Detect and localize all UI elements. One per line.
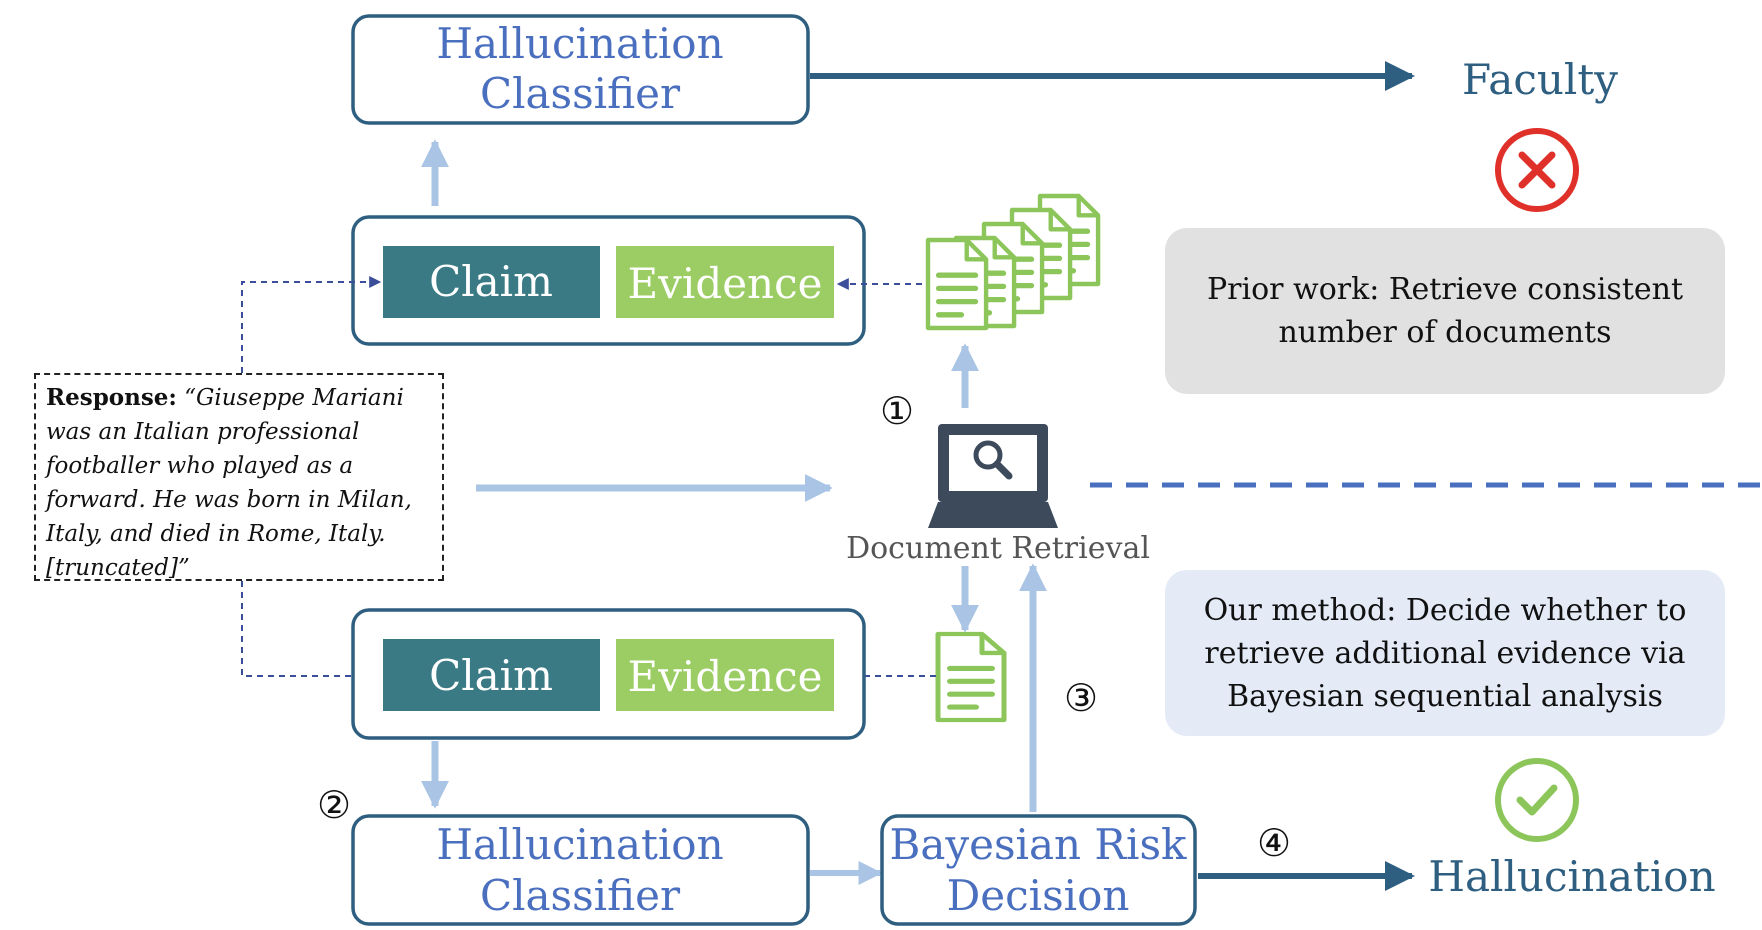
bottom-evidence-label: Evidence	[628, 652, 823, 701]
response-to-bottom-claim-arrow	[241, 581, 382, 682]
document-retrieval-label: Document Retrieval	[846, 531, 1150, 566]
decision-line2: Decision	[947, 871, 1130, 920]
ours-note-line1: Our method: Decide whether to	[1203, 592, 1687, 628]
top-classifier-box: Hallucination Classifier	[351, 14, 810, 125]
bottom-classifier-line1: Hallucination	[436, 820, 723, 869]
response-label: Response:	[46, 384, 177, 411]
top-evidence-label: Evidence	[628, 259, 823, 308]
document-stack-icon	[928, 196, 1098, 328]
check-circle-icon	[1495, 758, 1579, 842]
bayesian-decision-box: Bayesian Risk Decision	[880, 814, 1197, 926]
response-text-line3: footballer who played as a	[46, 453, 354, 479]
top-output-label: Faculty	[1462, 55, 1618, 104]
top-evidence: Evidence	[616, 246, 834, 318]
bottom-classifier-line2: Classifier	[480, 871, 681, 920]
response-to-top-claim-arrow	[241, 276, 382, 373]
bottom-claim: Claim	[383, 639, 600, 711]
step-1-marker: ①	[880, 389, 914, 433]
response-text-line5: Italy, and died in Rome, Italy.	[46, 521, 386, 547]
top-claim-label: Claim	[429, 257, 553, 306]
laptop-search-icon	[928, 424, 1058, 528]
response-text-line6: [truncated]”	[46, 555, 190, 581]
bottom-evidence: Evidence	[616, 639, 834, 711]
bottom-classifier-box: Hallucination Classifier	[351, 814, 810, 926]
x-circle-icon	[1495, 128, 1579, 212]
document-icon	[938, 634, 1004, 720]
our-method-note: Our method: Decide whether to retrieve a…	[1165, 570, 1725, 736]
step-4-marker: ④	[1257, 821, 1291, 865]
ours-note-line2: retrieve additional evidence via	[1204, 635, 1686, 671]
step-2-marker: ②	[317, 783, 351, 827]
bottom-claim-label: Claim	[429, 651, 553, 700]
step-3-marker: ③	[1064, 676, 1098, 720]
top-claim: Claim	[383, 246, 600, 318]
top-classifier-line2: Classifier	[480, 69, 681, 118]
bottom-output-label: Hallucination	[1428, 852, 1715, 901]
response-text-line2: was an Italian professional	[46, 419, 360, 445]
response-box: Response: “Giuseppe Mariani was an Itali…	[34, 373, 444, 581]
response-text-line1: “Giuseppe Mariani	[184, 385, 404, 411]
decision-line1: Bayesian Risk	[890, 820, 1188, 869]
prior-work-note: Prior work: Retrieve consistent number o…	[1165, 228, 1725, 394]
ours-note-line3: Bayesian sequential analysis	[1227, 678, 1663, 714]
top-classifier-line1: Hallucination	[436, 19, 723, 68]
response-text-line4: forward. He was born in Milan,	[46, 487, 412, 513]
prior-note-line2: number of documents	[1278, 315, 1612, 350]
prior-note-line1: Prior work: Retrieve consistent	[1206, 272, 1684, 307]
